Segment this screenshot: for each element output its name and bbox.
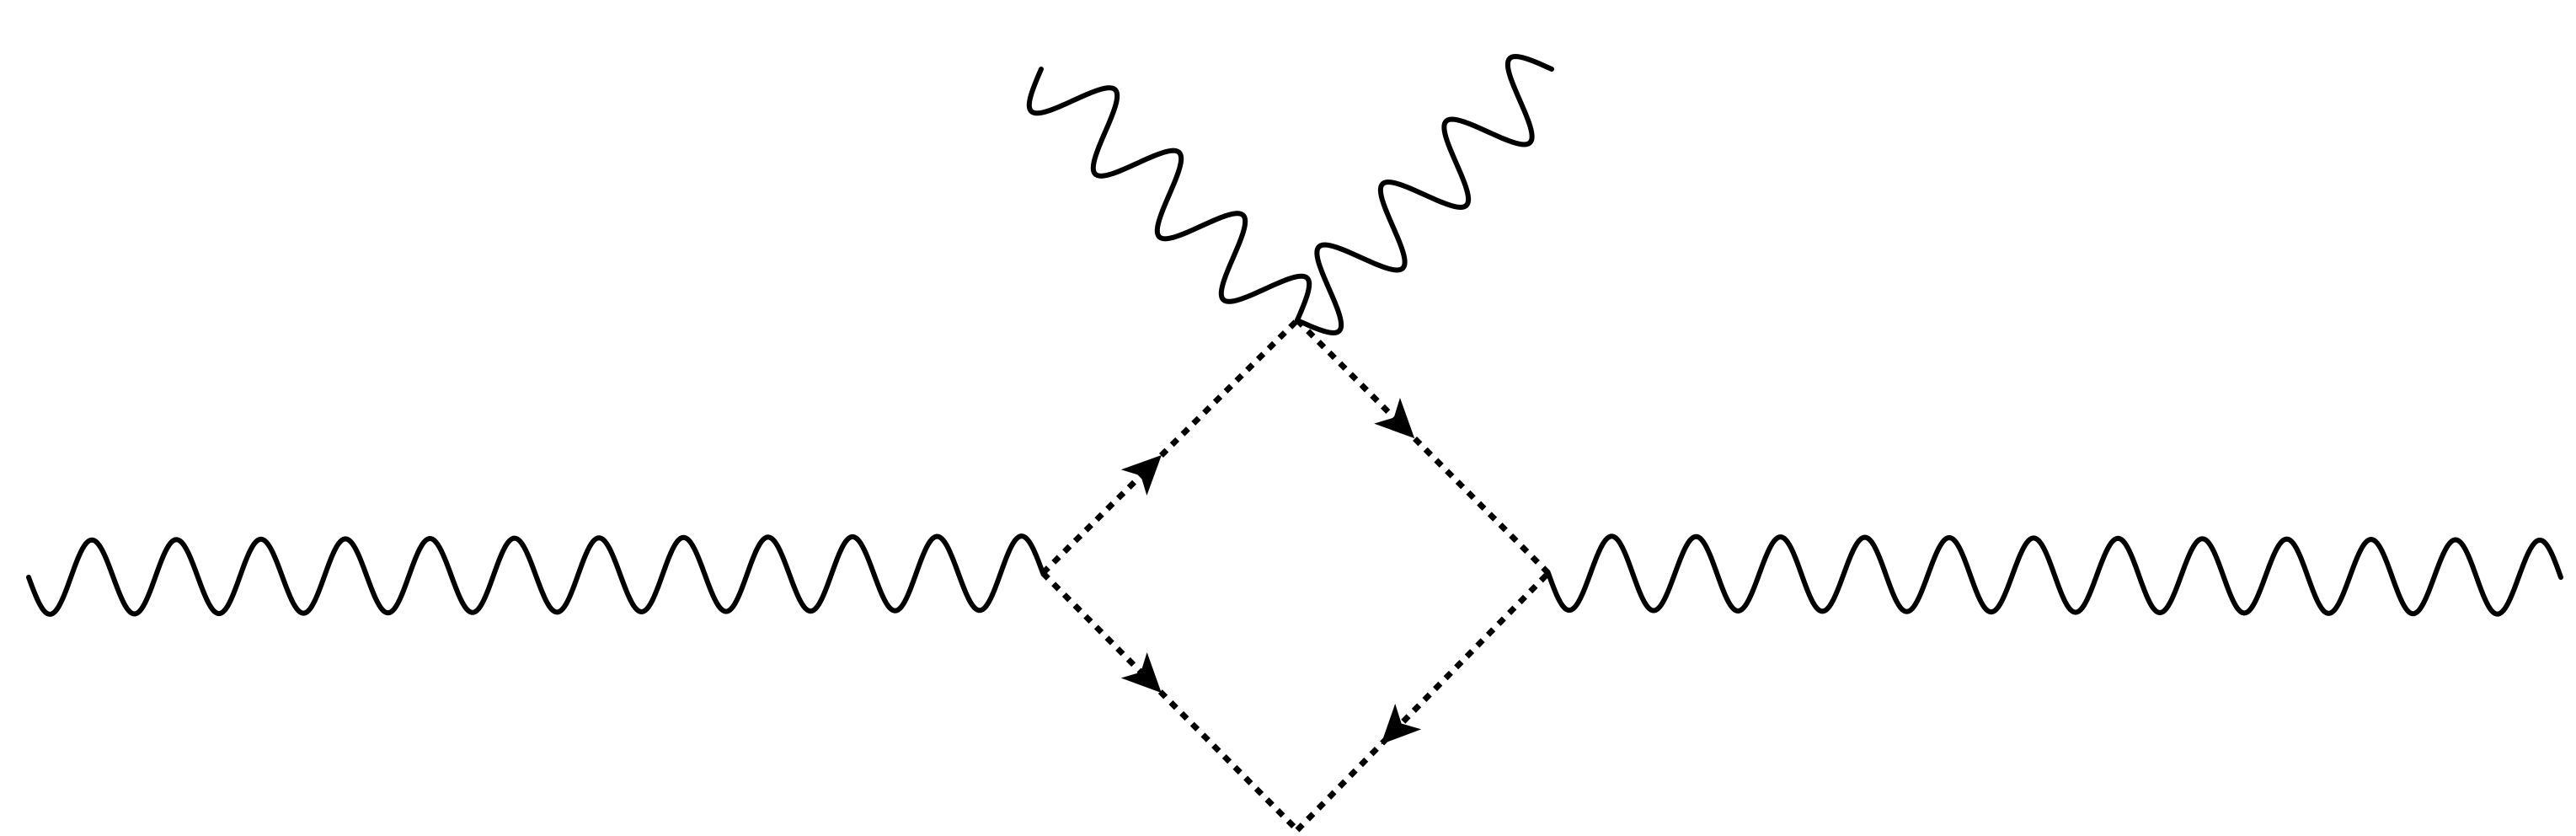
photon-outgoing-right-line [1546,533,2563,617]
ghost-left-top-arrow [1120,455,1162,496]
photon-upper-left-line [1026,67,1312,323]
propagator-arrows [1120,398,1422,745]
photon-incoming-left-line [26,533,1045,617]
ghost-top-right-arrow [1374,398,1415,439]
photon-upper-right-line [1295,54,1554,335]
propagator-lines [26,54,2563,833]
ghost-left-bottom-arrow [1120,652,1162,694]
ghost-bottom-right-arrow [1381,704,1422,745]
